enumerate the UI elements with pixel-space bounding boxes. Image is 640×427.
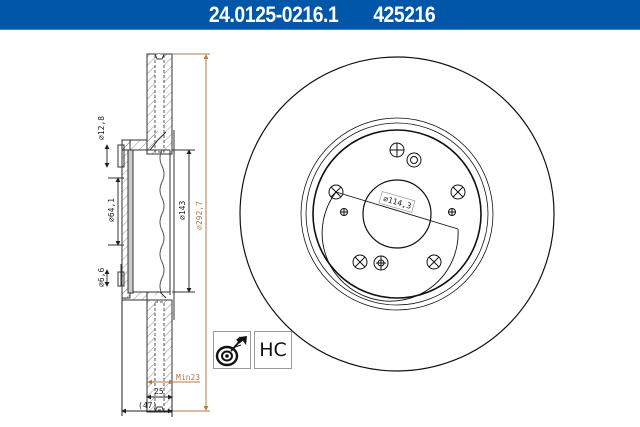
outer-disc-edge <box>239 56 555 372</box>
coating-badge <box>213 331 251 369</box>
dim-hub: ⌀64,1 <box>107 198 116 222</box>
dim-min-thickness: Min23 <box>176 373 200 382</box>
center-bore <box>362 179 432 249</box>
thickness-dimensions <box>121 300 173 417</box>
hc-label: HC <box>259 339 287 361</box>
outer-diameter-dimension <box>147 53 210 412</box>
hc-badge: HC <box>254 331 292 369</box>
side-section-view <box>104 53 195 413</box>
part-number: 24.0125-0216.1 <box>209 1 339 27</box>
article-number: 425216 <box>373 1 436 27</box>
title-bar: 24.0125-0216.1 425216 <box>0 0 640 30</box>
dim-outer: ⌀292,7 <box>195 201 204 230</box>
dim-hat: ⌀143 <box>178 201 187 220</box>
dim-thickness: 25 <box>154 387 164 396</box>
dim-bolt-hole: ⌀12,8 <box>97 116 106 140</box>
dim-total-height: (47) <box>138 401 157 410</box>
dim-small-hole: ⌀6,6 <box>97 268 106 287</box>
pcd-label: ⌀114,3 <box>378 191 416 213</box>
spray-coated-disc-icon <box>215 336 247 367</box>
front-view <box>239 56 555 372</box>
